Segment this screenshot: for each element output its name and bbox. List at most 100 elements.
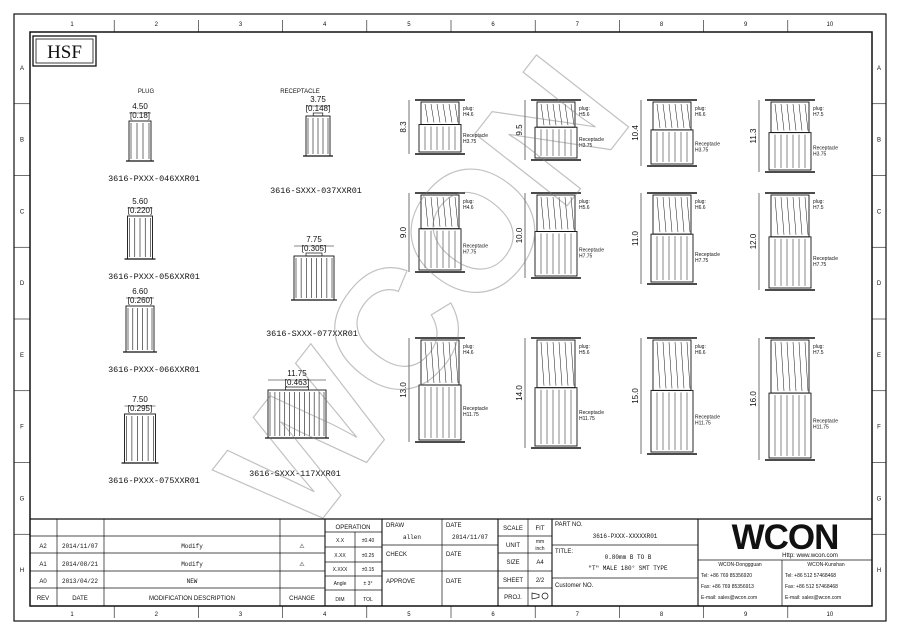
watermark-text: WCON (184, 24, 665, 565)
stack-contact (564, 196, 569, 230)
zone-row-right: F (877, 425, 881, 431)
plug-part-code: 3616-PXXX-066XXR01 (108, 365, 200, 375)
check-label: CHECK (386, 552, 407, 558)
stack-receptacle (768, 236, 812, 289)
revision-date: 2013/04/22 (62, 578, 98, 585)
plug-part-code: 3616-PXXX-056XXR01 (108, 272, 200, 282)
stack-contact (786, 341, 791, 392)
hsf-logo: HSF (32, 35, 97, 67)
stack-height: 9.0 (399, 226, 408, 238)
stack-contact (436, 196, 441, 227)
revision-code: A1 (39, 562, 47, 568)
change-header: CHANGE (289, 596, 315, 602)
stack-contact (448, 196, 453, 227)
stack-plug-label: plug: (579, 199, 590, 205)
stack-contact (570, 341, 575, 386)
stack-receptacle-label: Receptacle (579, 137, 604, 143)
stack-contact (780, 103, 785, 131)
stack-contact (442, 196, 447, 227)
stack-plug-label: plug: (463, 106, 474, 112)
revision-description: Modify (181, 543, 203, 550)
zone-row-left: E (20, 353, 24, 359)
plug-dimension-inch: [0.295] (128, 404, 152, 413)
part-no-label: PART NO. (555, 522, 583, 528)
stack-plug-height: H5.6 (579, 112, 590, 118)
draw-date-label: DATE (446, 523, 462, 529)
dg-tel: Tel: +86 769 85356920 (701, 573, 752, 579)
stack-contact (656, 341, 661, 389)
date-header: DATE (72, 596, 88, 602)
stack-height: 15.0 (631, 388, 640, 404)
tolerance-value: ± 3° (364, 581, 373, 587)
zone-row-left: D (20, 281, 25, 287)
wcon-watermark: WCON (183, 23, 665, 565)
zone-col-top: 5 (407, 22, 411, 28)
stack-contact (662, 103, 667, 128)
stack-plug-label: plug: (695, 106, 706, 112)
stack-receptacle (650, 233, 694, 283)
unit-value-mm: mm (536, 539, 544, 545)
zone-col-top: 7 (576, 22, 580, 28)
stack-plug-height: H6.6 (695, 350, 706, 356)
approve-date-label: DATE (446, 579, 462, 585)
stack-contact (780, 196, 785, 235)
zone-row-left: B (20, 138, 24, 144)
stack-receptacle (418, 384, 462, 441)
stack-plug-label: plug: (463, 344, 474, 350)
stack-contact (792, 196, 797, 235)
revision-description: NEW (187, 578, 198, 585)
stack-plug-height: H7.5 (813, 350, 824, 356)
zone-row-right: E (877, 353, 881, 359)
stack-contact (540, 103, 545, 126)
zone-col-bottom: 2 (155, 612, 159, 618)
stack-contact (430, 103, 435, 123)
zone-col-bottom: 7 (576, 612, 580, 618)
stack-height: 9.5 (515, 124, 524, 136)
zone-row-left: F (20, 425, 24, 431)
zone-row-left: H (20, 568, 24, 574)
stack-contact (564, 103, 569, 126)
zone-col-bottom: 3 (239, 612, 243, 618)
stack-plug-label: plug: (813, 344, 824, 350)
stack-contact (674, 196, 679, 233)
stack-contact (792, 341, 797, 392)
stack-contact (662, 341, 667, 389)
stack-receptacle (418, 228, 462, 271)
stack-receptacle-height: H7.75 (813, 262, 827, 268)
zone-col-top: 6 (491, 22, 495, 28)
drawer-name: allen (403, 534, 421, 541)
zone-row-left: A (20, 66, 24, 72)
stack-contact (780, 341, 785, 392)
stack-receptacle-label: Receptacle (695, 252, 720, 258)
stack-plug-height: H5.6 (579, 350, 590, 356)
stack-plug-height: H7.5 (813, 112, 824, 118)
zone-row-right: D (877, 281, 882, 287)
rev-header: REV (37, 596, 49, 602)
zone-row-right: B (877, 138, 881, 144)
stack-contact (564, 341, 569, 386)
proj-label: PROJ. (504, 595, 522, 601)
tolerance-value: ±0.15 (362, 567, 375, 573)
stack-contact (674, 341, 679, 389)
revision-code: A2 (39, 544, 47, 550)
stack-contact (454, 103, 459, 123)
stack-contact (774, 196, 779, 235)
receptacle-views: 3.75[0.148]3616-SXXX-037XXR017.75[0.305]… (249, 95, 362, 479)
approve-label: APPROVE (386, 579, 415, 585)
stack-contact (558, 196, 563, 230)
receptacle-dimension: 11.75 (287, 369, 307, 378)
connector-body (124, 413, 156, 464)
customer-label: Customer NO. (555, 583, 594, 589)
stack-plug-label: plug: (579, 344, 590, 350)
stack-receptacle (534, 230, 578, 277)
receptacle-dimension-inch: [0.148] (306, 104, 330, 113)
stack-contact (798, 341, 803, 392)
stack-receptacle (768, 392, 812, 459)
stack-plug-height: H5.6 (579, 205, 590, 211)
stack-receptacle (650, 129, 694, 165)
